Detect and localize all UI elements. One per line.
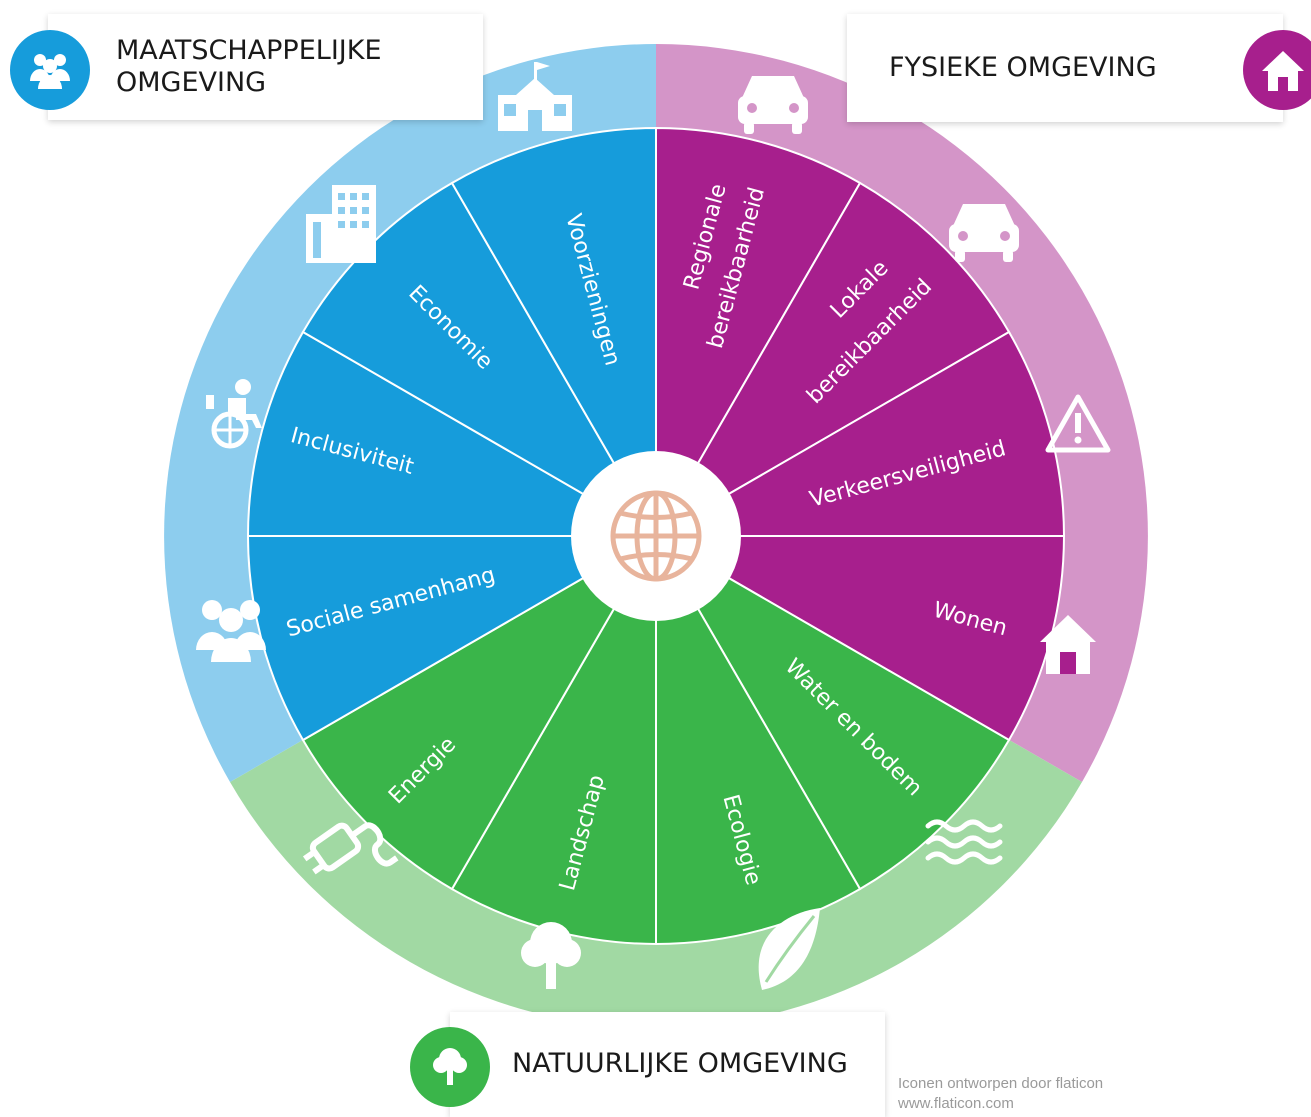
ring-icons [196,62,1111,990]
segment-ecologie [655,532,862,946]
plug-icon [302,822,399,875]
office-building-icon [306,185,376,263]
car-icon [949,204,1019,262]
tree-icon [433,1048,467,1085]
segment-verkeersveiligheid [652,330,1066,537]
legend-fysiek: FYSIEKE OMGEVING [847,14,1283,122]
center-hub [571,451,741,621]
credit-line1: Iconen ontworpen door flaticon [898,1075,1104,1092]
segment-regionale-bereikbaarheid [655,126,862,540]
legend-maatschappelijk: MAATSCHAPPELIJKE OMGEVING [48,14,483,120]
inner-segments [246,126,1066,946]
legend-fysiek-label: FYSIEKE OMGEVING [889,51,1157,83]
segment-voorzieningen [450,126,657,540]
legend-maatschappelijk-line2: OMGEVING [116,67,267,98]
legend-maatschappelijk-line1: MAATSCHAPPELIJKE [116,34,382,66]
legend-maatschappelijk-text: MAATSCHAPPELIJKE OMGEVING [116,35,382,100]
car-icon [738,76,808,134]
segment-inclusiviteit [246,330,660,537]
people-icon [30,54,70,89]
people-icon [196,600,266,662]
legend-natuurlijk: NATUURLIJKE OMGEVING [450,1012,885,1117]
waves-icon [925,819,1003,865]
globe-icon [610,490,702,582]
legend-maatschappelijk-badge [10,30,90,110]
warning-icon [1045,394,1111,453]
house-icon [1262,51,1304,91]
house-icon [1040,615,1096,674]
school-icon [498,62,572,131]
leaf-icon [758,908,820,990]
tree-icon [521,922,581,989]
segment-lokale-bereikbaarheid [653,181,1011,539]
wheelchair-icon [206,379,262,449]
icon-credit: Iconen ontworpen door flaticon www.flati… [898,1074,1103,1113]
legend-fysiek-badge [1243,30,1311,110]
credit-line2: www.flaticon.com [898,1094,1014,1112]
legend-natuurlijk-label: NATUURLIJKE OMGEVING [512,1048,848,1080]
legend-natuurlijk-badge [410,1027,490,1107]
